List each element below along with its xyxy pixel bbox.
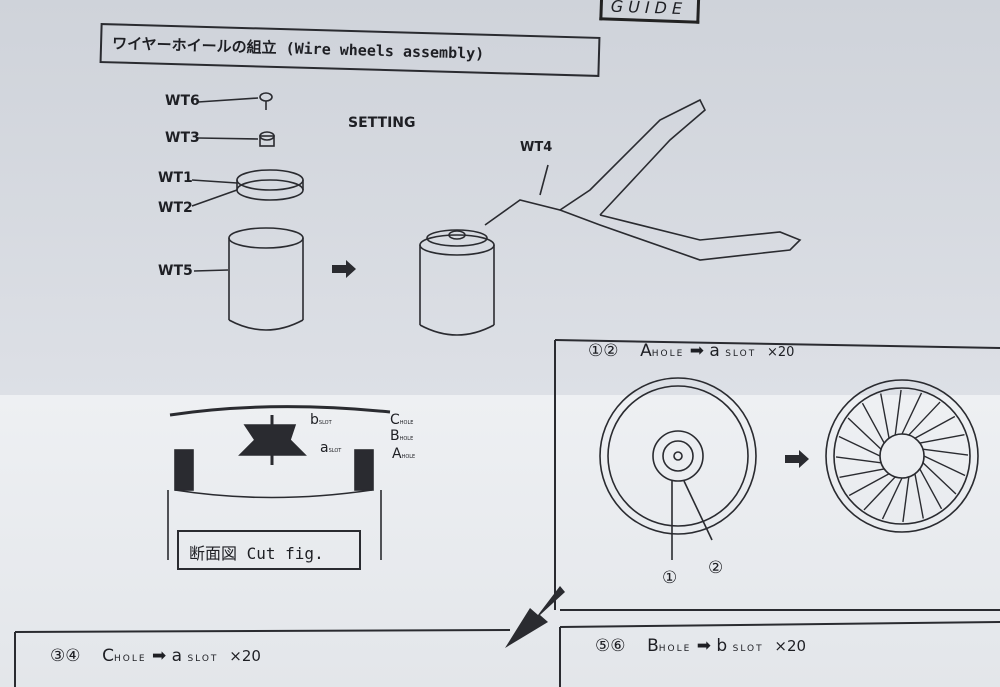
label-wt5: WT5	[158, 263, 193, 279]
label-wt3: WT3	[165, 130, 200, 146]
wheel-spoke	[894, 389, 902, 436]
arrow-right-icon	[332, 260, 356, 278]
wheel-spoke	[919, 468, 943, 510]
wheel-spoke	[848, 473, 890, 497]
label-wt4: WT4	[520, 140, 553, 155]
wheel-spoke	[922, 462, 957, 495]
wheel-spoke	[835, 456, 882, 464]
wheel-spoke	[914, 415, 956, 439]
wheel-spoke	[919, 434, 965, 444]
callout-2: ②	[708, 558, 724, 578]
wheel-spoke	[908, 401, 941, 436]
wheel-spoke	[914, 473, 924, 519]
wheel-spoke	[863, 476, 896, 511]
paper-upper-half	[0, 0, 1000, 400]
label-a-hole: AHOLE	[392, 446, 416, 462]
wheel-spoke	[881, 477, 903, 520]
wheel-spoke	[923, 455, 966, 477]
wheel-spoke	[839, 468, 885, 478]
label-c-hole: CHOLE	[390, 412, 414, 428]
paper-lower-half	[0, 395, 1000, 687]
label-b-hole: BHOLE	[390, 428, 414, 444]
wheel-spoke	[902, 476, 910, 523]
wheel-spoke	[847, 417, 882, 450]
wt5-jig	[228, 227, 304, 249]
arrow-down-left-icon	[505, 586, 565, 648]
spokes	[332, 260, 809, 648]
step-5-6: ⑤⑥ BHOLE ➡ b SLOT ×20	[595, 636, 807, 656]
step-1-2: ①② AHOLE ➡ a SLOT ×20	[588, 341, 795, 361]
wheel-spoke	[861, 402, 885, 444]
wheel-spoke	[922, 448, 969, 456]
label-a-slot: aSLOT	[320, 440, 342, 456]
label-wt1: WT1	[158, 170, 193, 186]
label-b-slot: bSLOT	[310, 412, 332, 428]
wheel-spoke	[838, 435, 881, 457]
callout-1: ①	[662, 568, 678, 588]
wt6-screw	[259, 92, 273, 102]
label-wt6: WT6	[165, 93, 200, 109]
wheel-spoke	[880, 393, 890, 439]
arrow-icon: ➡	[151, 646, 167, 666]
label-wt2: WT2	[158, 200, 193, 216]
wheel-spoke	[901, 392, 923, 435]
arrow-icon: ➡	[689, 341, 704, 361]
step-3-4: ③④ CHOLE ➡ a SLOT ×20	[50, 646, 261, 666]
arrow-icon: ➡	[696, 636, 711, 656]
label-setting: SETTING	[348, 115, 416, 131]
cut-figure-caption: 断面図 Cut fig.	[177, 530, 361, 570]
arrow-right-icon	[785, 450, 809, 468]
